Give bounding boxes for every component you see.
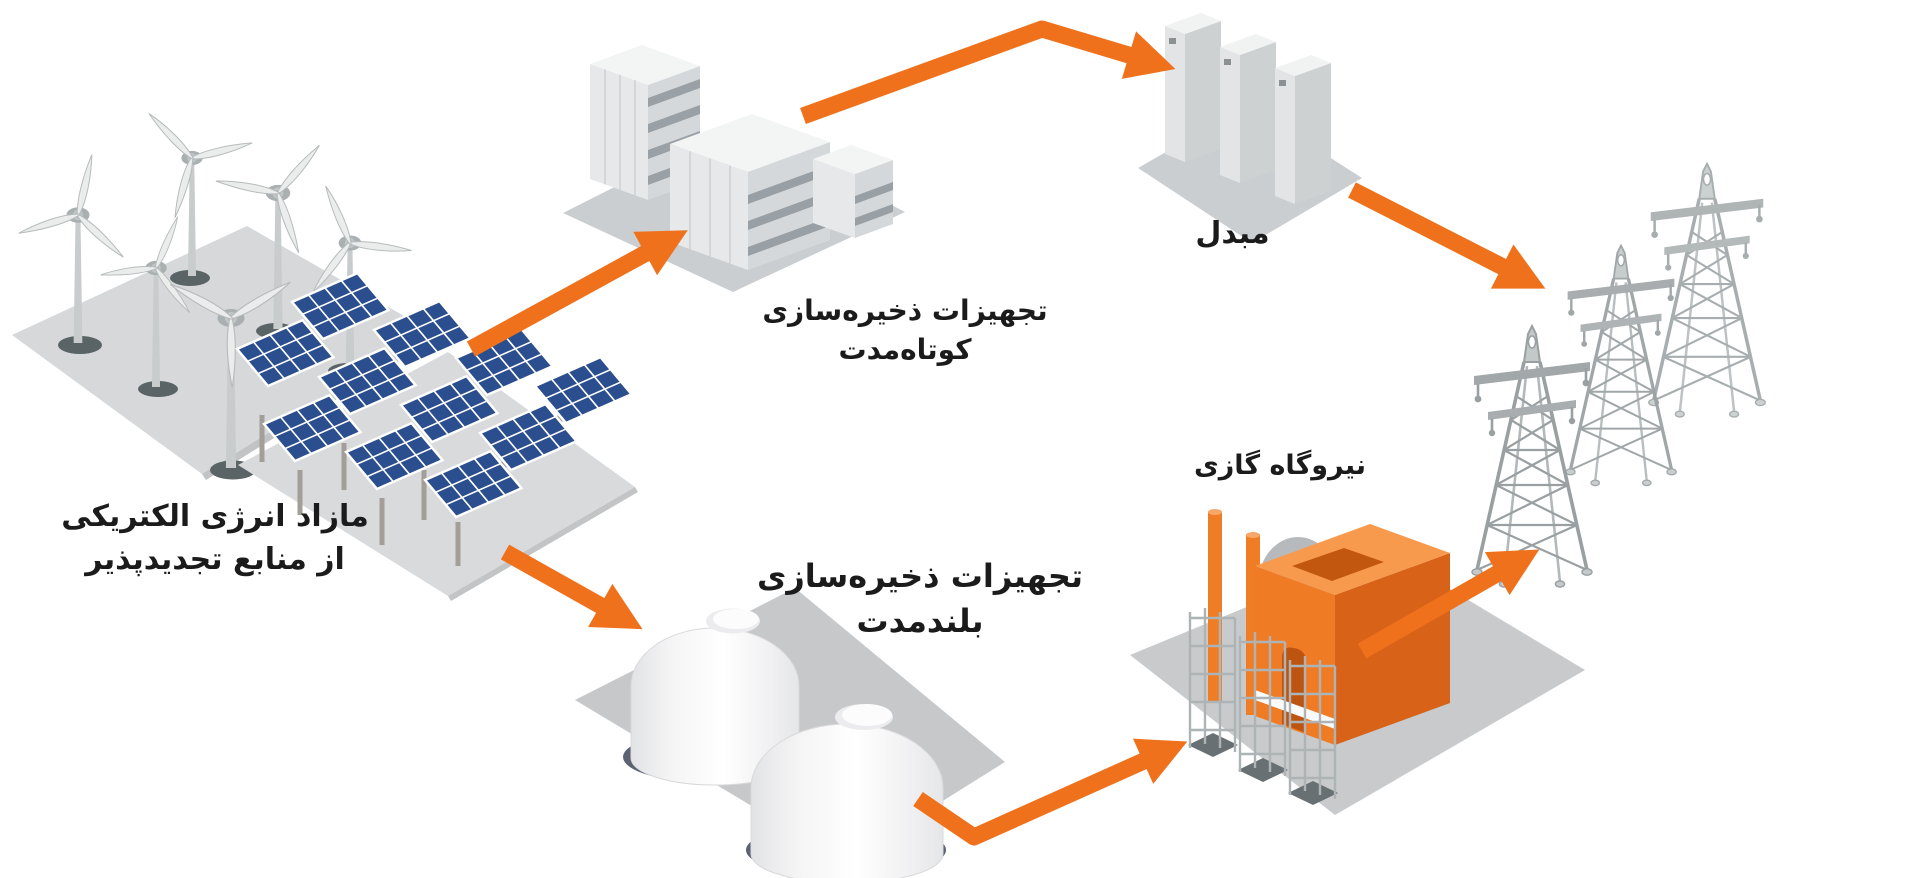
- arrow-renewables-to-long-term: [500, 544, 643, 630]
- label-gas-plant-text: نیروگاه گازی: [1193, 450, 1367, 481]
- arrow-building-to-converter: [800, 20, 1176, 124]
- label-short-term-line2: کوتاه‌مدت: [838, 332, 972, 366]
- label-long-term-storage: تجهیزات ذخیره‌سازی بلندمدت: [710, 554, 1130, 645]
- arrow-tanks-to-plant: [913, 738, 1188, 846]
- label-long-term-line2: بلندمدت: [856, 602, 984, 641]
- label-renewable-source-line1: مازاد انرژی الکتریکی: [61, 499, 369, 534]
- converter-cabinets-icon: [1138, 13, 1362, 243]
- solar-panels-icon: [235, 271, 638, 601]
- label-renewable-source: مازاد انرژی الکتریکی از منابع تجدیدپذیر: [15, 496, 415, 581]
- label-gas-plant: نیروگاه گازی: [1155, 450, 1405, 481]
- arrow-renewables-to-short-term: [466, 230, 688, 357]
- arrow-converter-to-grid: [1348, 182, 1546, 289]
- flow-arrows: [466, 20, 1546, 846]
- label-short-term-storage: تجهیزات ذخیره‌سازی کوتاه‌مدت: [720, 292, 1090, 369]
- storage-building-icon: [563, 45, 905, 292]
- gas-power-plant-icon: [1130, 509, 1585, 815]
- label-converter: مبدل: [1140, 216, 1325, 251]
- label-short-term-line1: تجهیزات ذخیره‌سازی: [762, 294, 1048, 327]
- arrow-plant-to-grid: [1357, 549, 1540, 659]
- label-long-term-line1: تجهیزات ذخیره‌سازی: [756, 557, 1083, 595]
- transmission-towers-icon: [1470, 162, 1767, 589]
- label-converter-text: مبدل: [1195, 216, 1270, 251]
- label-renewable-source-line2: از منابع تجدیدپذیر: [85, 541, 345, 577]
